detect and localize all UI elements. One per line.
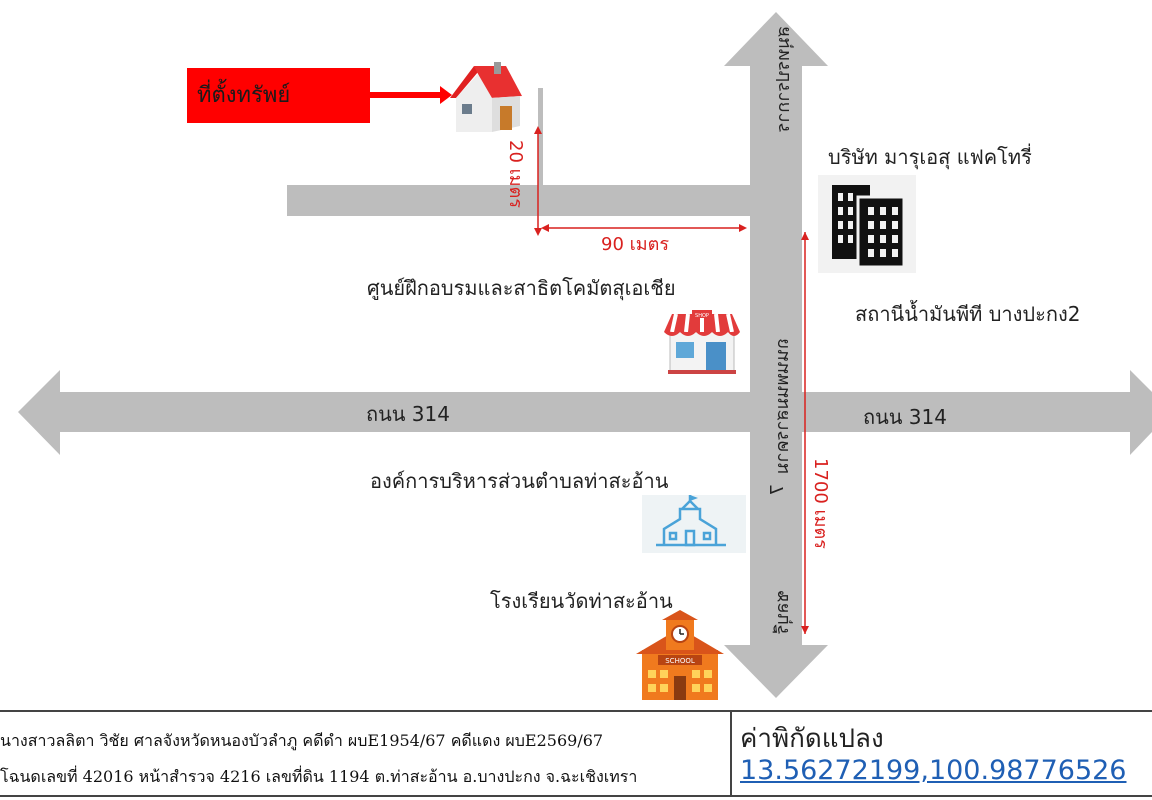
map-canvas: SHOP SCHOOL	[18, 12, 1152, 700]
footer-divider	[730, 712, 732, 796]
dimension-1700m	[801, 232, 809, 634]
coordinates-link[interactable]: 13.56272199,100.98776526	[740, 755, 1127, 786]
shop-icon: SHOP	[664, 310, 740, 374]
distance-label-90m: 90 เมตร	[601, 234, 670, 255]
factory-building-icon	[818, 175, 916, 273]
coordinates-title: ค่าพิกัดแปลง	[740, 724, 884, 754]
house-icon	[450, 62, 522, 132]
footer-top-rule	[0, 710, 1152, 712]
road-label-main-upper: ถนนพนมสารคาม	[772, 338, 793, 475]
dimension-90m	[541, 224, 747, 232]
footer-case-info: นางสาวลลิตา วิชัย ศาลจังหวัดหนองบัวลำภู …	[0, 731, 604, 750]
landmark-school: โรงเรียนวัดท่าสะอ้าน	[490, 589, 673, 613]
school-sign-text: SCHOOL	[665, 657, 695, 665]
road-label-south: ชลบุรี	[772, 590, 793, 635]
school-icon: SCHOOL	[636, 610, 724, 700]
highway-314-road	[18, 370, 1152, 455]
distance-label-20m: 20 เมตร	[505, 140, 526, 209]
road-label-main-number: 7	[767, 484, 788, 496]
property-location-label: ที่ตั้งทรัพย์	[187, 68, 370, 123]
distance-label-1700m: 1700 เมตร	[810, 458, 831, 549]
shop-sign-text: SHOP	[695, 313, 709, 319]
landmark-training-center: ศูนย์ฝึกอบรมและสาธิตโคมัตสุเอเชีย	[367, 276, 676, 300]
dimension-20m	[534, 126, 542, 236]
road-label-north: สมุทรปราการ	[773, 26, 794, 133]
pointer-arrow	[370, 86, 452, 104]
side-road	[287, 185, 751, 216]
footer-bottom-rule	[0, 795, 1152, 797]
landmark-tao-office: องค์การบริหารส่วนตำบลท่าสะอ้าน	[370, 469, 669, 493]
landmark-factory: บริษัท มารุเอสุ แฟคโทรี่	[828, 145, 1032, 169]
main-road	[724, 12, 828, 698]
tao-office-icon	[642, 495, 746, 553]
road-label-314-right: ถนน 314	[863, 405, 947, 429]
access-lane	[538, 88, 543, 188]
landmark-gas-station: สถานีน้ำมันพีที บางปะกง2	[855, 302, 1081, 326]
road-label-314-left: ถนน 314	[366, 402, 450, 426]
footer-deed-info: โฉนดเลขที่ 42016 หน้าสำรวจ 4216 เลขที่ดิ…	[0, 767, 638, 786]
